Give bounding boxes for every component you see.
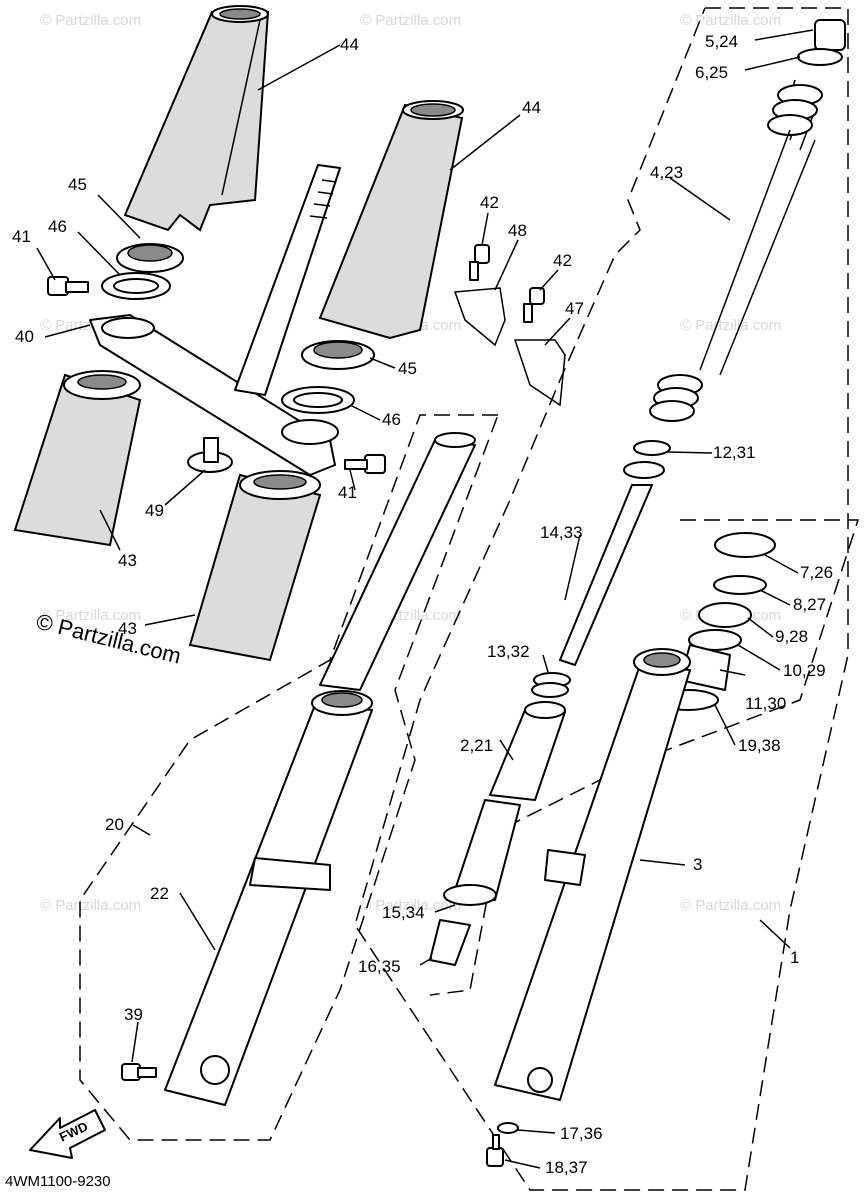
washer-left	[101, 243, 184, 300]
callout-1: 1	[790, 948, 799, 967]
lower-cover-left	[13, 370, 142, 547]
callout-45-a: 45	[68, 175, 87, 194]
callout-41-a: 41	[12, 227, 31, 246]
outer-tube-right	[494, 648, 691, 1101]
fwd-arrow-icon: FWD	[29, 1109, 106, 1159]
svg-text:© Partzilla.com: © Partzilla.com	[40, 607, 141, 624]
callout-7-26: 7,26	[800, 563, 833, 582]
cap-bolt	[797, 19, 846, 66]
fork-spring	[649, 79, 823, 422]
callout-39: 39	[124, 1005, 143, 1024]
callout-3: 3	[693, 855, 702, 874]
callout-43-a: 43	[118, 551, 137, 570]
callout-5-24: 5,24	[705, 32, 738, 51]
svg-text:© Partzilla.com: © Partzilla.com	[680, 12, 781, 29]
callout-43-b: 43	[118, 619, 137, 638]
svg-text:© Partzilla.com: © Partzilla.com	[40, 12, 141, 29]
svg-text:© Partzilla.com: © Partzilla.com	[680, 897, 781, 914]
callout-15-34: 15,34	[382, 903, 425, 922]
upper-cover-left	[123, 5, 270, 232]
callout-9-28: 9,28	[775, 627, 808, 646]
callout-44-b: 44	[522, 98, 541, 117]
svg-text:© Partzilla.com: © Partzilla.com	[40, 897, 141, 914]
callout-6-25: 6,25	[695, 63, 728, 82]
callout-49: 49	[145, 501, 164, 520]
diagram-code: 4WM1100-9230	[5, 1173, 111, 1190]
inner-tube	[319, 432, 476, 691]
upper-cover-right	[318, 100, 464, 340]
slide-bushing	[429, 799, 521, 966]
callout-42-a: 42	[480, 193, 499, 212]
callout-44-a: 44	[340, 35, 359, 54]
callout-20: 20	[105, 815, 124, 834]
callout-48: 48	[508, 221, 527, 240]
oil-seal-stack	[657, 532, 776, 711]
callout-45-b: 45	[398, 359, 417, 378]
callout-14-33: 14,33	[540, 523, 583, 542]
under-bracket	[89, 314, 339, 476]
callout-leaders	[36, 29, 814, 1169]
outer-tube-left	[164, 690, 373, 1106]
callout-10-29: 10,29	[783, 661, 826, 680]
callout-22: 22	[150, 884, 169, 903]
lower-cover-right	[188, 470, 322, 662]
brackets-42-47-48	[453, 244, 566, 407]
callout-11-30: 11,30	[745, 694, 786, 713]
callout-labels: 44 44 45 46 41 40 42 48 42 47 45 46 41 4…	[12, 32, 833, 1177]
damper-rod	[559, 440, 671, 666]
small-spring	[531, 672, 571, 698]
callout-17-36: 17,36	[560, 1124, 603, 1143]
callout-40: 40	[15, 327, 34, 346]
bolt-41-right	[344, 454, 386, 474]
callout-46-a: 46	[48, 217, 67, 236]
callout-42-b: 42	[553, 251, 572, 270]
washer-right	[281, 340, 375, 414]
callout-8-27: 8,27	[793, 595, 826, 614]
callout-16-35: 16,35	[358, 957, 401, 976]
callout-47: 47	[565, 299, 584, 318]
drain-bolt	[486, 1122, 519, 1167]
cylinder-sleeve	[489, 701, 566, 801]
callout-19-38: 19,38	[738, 736, 781, 755]
callout-41-b: 41	[338, 483, 357, 502]
bolt-41-left	[47, 276, 89, 296]
callout-46-b: 46	[382, 410, 401, 429]
svg-text:© Partzilla.com: © Partzilla.com	[680, 317, 781, 334]
steering-shaft	[234, 164, 341, 396]
callout-4-23: 4,23	[650, 163, 683, 182]
collar-49	[187, 437, 233, 473]
callout-2-21: 2,21	[460, 736, 493, 755]
bolt-39	[121, 1063, 157, 1081]
svg-text:© Partzilla.com: © Partzilla.com	[360, 12, 461, 29]
callout-13-32: 13,32	[487, 642, 530, 661]
callout-12-31: 12,31	[713, 443, 756, 462]
svg-text:© Partzilla.com: © Partzilla.com	[360, 897, 461, 914]
callout-18-37: 18,37	[545, 1158, 588, 1177]
